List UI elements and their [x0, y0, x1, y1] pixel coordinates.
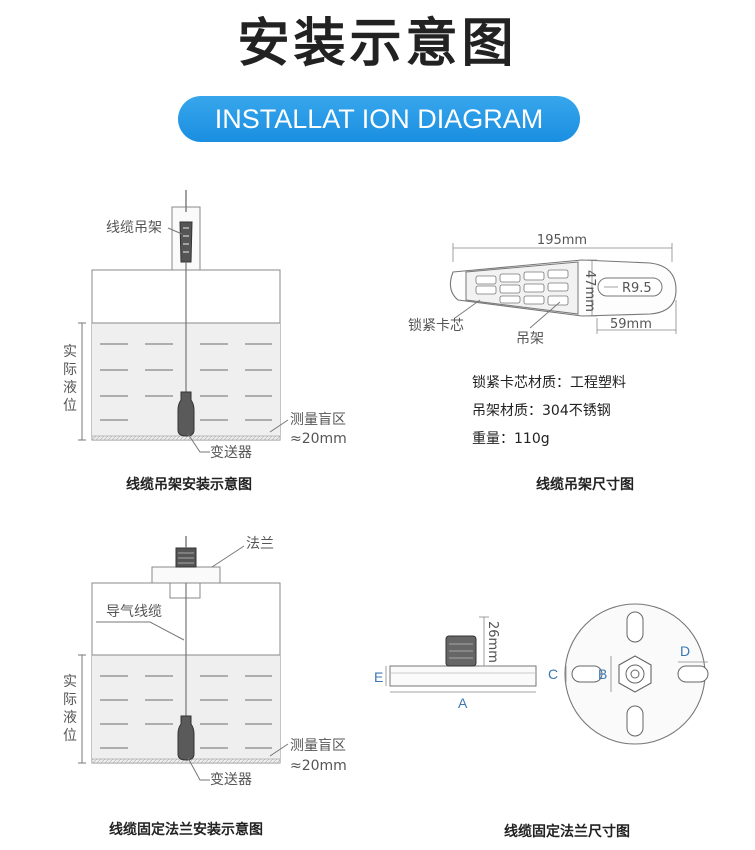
hanger-installation-diagram: 实 际 液 位 线缆吊架 测量盲区 ≈20mm 变送器 线缆吊架安装示意图: [63, 190, 347, 493]
flange-dimension-diagram: 26mm E A B C D: [374, 603, 709, 840]
level-bracket: [78, 322, 86, 441]
hanger-dimension-diagram: 195mm R9.5 47mm 59mm 锁紧卡芯 吊架 锁紧卡: [408, 233, 677, 493]
transmitter-icon: [177, 715, 195, 761]
level-bracket: [78, 654, 86, 764]
subtitle-banner: INSTALLAT ION DIAGRAM: [178, 96, 580, 142]
dim-height: 47mm: [582, 270, 597, 312]
blind-zone-label: 测量盲区: [290, 411, 346, 428]
liquid-dashes: [100, 675, 272, 749]
hanger-label: 线缆吊架: [106, 220, 162, 236]
level-label-2: 际: [63, 692, 77, 708]
flange-side-plate: [389, 665, 537, 687]
level-label-1: 实: [63, 344, 77, 360]
level-label-1: 实: [63, 674, 77, 690]
tank-bottom: [91, 435, 281, 441]
mounting-slot-right: [677, 665, 709, 683]
level-label-3: 液: [63, 380, 77, 396]
dim-c: C: [548, 666, 558, 682]
dim-e: E: [374, 669, 383, 685]
dim-d: D: [680, 643, 690, 659]
level-label-4: 位: [63, 728, 77, 744]
dim-b: B: [598, 666, 607, 682]
hanger-installation-caption: 线缆吊架安装示意图: [126, 476, 252, 493]
blind-zone-label: 测量盲区: [290, 737, 346, 754]
mounting-slot-left: [571, 665, 603, 683]
mounting-slot-bottom: [626, 705, 644, 737]
flange-installation-diagram: 实 际 液 位 法兰 导气线缆 测量盲区 ≈20mm 变送器 线缆固定法兰安装示…: [63, 536, 347, 838]
transmitter-label: 变送器: [210, 772, 252, 788]
blind-zone-value: ≈20mm: [290, 431, 347, 447]
spec-lock-material: 锁紧卡芯材质：工程塑料: [472, 375, 626, 391]
flange-label: 法兰: [246, 536, 274, 552]
lock-core-label: 锁紧卡芯: [408, 318, 464, 334]
spec-hanger-material: 吊架材质：304不锈钢: [472, 403, 611, 419]
cable-label: 导气线缆: [106, 604, 162, 620]
lock-core-cells: [475, 269, 569, 306]
transmitter-label: 变送器: [210, 445, 252, 461]
transmitter-icon: [177, 391, 195, 437]
hanger-dimension-caption: 线缆吊架尺寸图: [536, 476, 634, 493]
dim-length: 195mm: [537, 233, 587, 248]
level-label-4: 位: [63, 398, 77, 414]
blind-zone-value: ≈20mm: [290, 758, 347, 774]
level-label-2: 际: [63, 362, 77, 378]
page-title: 安装示意图: [237, 14, 518, 74]
dim-radius: R9.5: [622, 281, 652, 296]
flange-dimension-caption: 线缆固定法兰尺寸图: [504, 823, 630, 840]
mounting-slot-top: [626, 611, 644, 643]
liquid-dashes: [100, 343, 272, 421]
spec-weight: 重量：110g: [472, 431, 550, 447]
hanger-plate-label: 吊架: [516, 331, 544, 347]
dim-a: A: [458, 695, 468, 711]
flange-plate: [151, 566, 221, 584]
dim-end: 59mm: [610, 317, 652, 332]
cable-gland-icon: [175, 547, 197, 568]
level-label-3: 液: [63, 710, 77, 726]
dim-gland-height: 26mm: [485, 621, 500, 663]
flange-installation-caption: 线缆固定法兰安装示意图: [109, 821, 263, 838]
